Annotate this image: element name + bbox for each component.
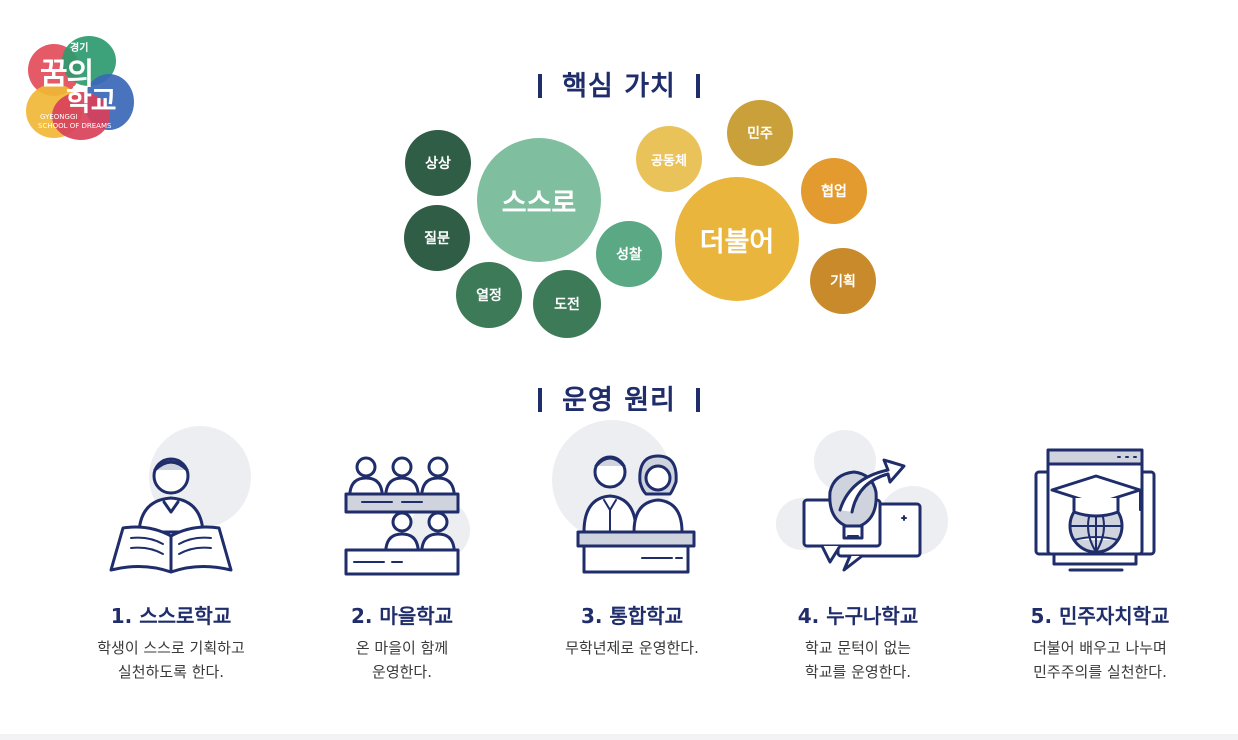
couple-desk-icon [576, 454, 696, 574]
bubble-label: 도전 [554, 297, 580, 313]
title-bar-left [538, 388, 543, 412]
bubble-label: 민주 [747, 126, 773, 142]
description-line: 운영한다. [372, 663, 432, 681]
bottom-divider [0, 734, 1238, 740]
description-line: 더불어 배우고 나누며 [1033, 639, 1167, 657]
bubble-label: 성찰 [616, 247, 642, 263]
principle-integrated-school: 3. 통합학교 무학년제로 운영한다. [522, 420, 742, 700]
community-audience-icon [344, 456, 460, 576]
principles-title: 운영 원리 [0, 378, 1238, 417]
title-bar-right [695, 74, 700, 98]
bubble-label: 더불어 [699, 226, 775, 258]
bubble-label: 스스로 [501, 187, 577, 219]
gyeonggi-school-of-dreams-logo: 경기 꿈의 학교 GYEONGGI SCHOOL OF DREAMS [22, 34, 140, 144]
core-values-title: 핵심 가치 [0, 64, 1238, 103]
bubble-democracy: 민주 [727, 100, 793, 166]
bubble-planning: 기획 [810, 248, 876, 314]
bubble-label: 공동체 [651, 153, 687, 169]
principle-title: 2. 마을학교 [350, 604, 454, 628]
logo-sub1: GYEONGGI [40, 113, 78, 121]
bubble-label: 기획 [830, 274, 856, 290]
bubble-label: 상상 [425, 156, 451, 172]
lightbulb-arrow-icon [802, 458, 922, 572]
principle-description: 무학년제로 운영한다. [522, 636, 742, 660]
bubble-reflection: 성찰 [596, 221, 662, 287]
logo-line2: 학교 [66, 84, 117, 117]
core-values-title-text: 핵심 가치 [562, 71, 676, 102]
title-bar-right [695, 388, 700, 412]
principles-title-text: 운영 원리 [562, 385, 676, 416]
bubble-collaboration: 협업 [801, 158, 867, 224]
principle-title: 3. 통합학교 [580, 604, 684, 628]
description-line: 실천하도록 한다. [117, 663, 225, 681]
principle-title: 5. 민주자치학교 [1030, 604, 1170, 628]
title-bar-left [538, 74, 543, 98]
logo-line1: 꿈의 [40, 57, 94, 92]
bubble-label: 협업 [821, 184, 847, 200]
bubble-question: 질문 [404, 205, 470, 271]
bubble-passion: 열정 [456, 262, 522, 328]
logo-sub2: SCHOOL OF DREAMS [38, 122, 112, 130]
description-line: 학생이 스스로 기획하고 [97, 639, 245, 657]
bubble-together: 더불어 [675, 177, 799, 301]
description-line: 학교를 운영한다. [804, 663, 912, 681]
graduation-globe-icon [1034, 448, 1156, 572]
description-line: 민주주의를 실천한다. [1033, 663, 1167, 681]
bubble-label: 질문 [424, 231, 450, 247]
description-line: 무학년제로 운영한다. [565, 639, 699, 657]
bubble-imagination: 상상 [405, 130, 471, 196]
principle-title: 4. 누구나학교 [797, 604, 919, 628]
description-line: 온 마을이 함께 [355, 639, 449, 657]
bubble-label: 열정 [476, 288, 502, 304]
description-line: 학교 문턱이 없는 [804, 639, 912, 657]
bubble-community: 공동체 [636, 126, 702, 192]
reading-student-icon [109, 457, 233, 574]
bubble-self-directed: 스스로 [477, 138, 601, 262]
logo-small-text: 경기 [70, 43, 89, 54]
principle-title: 1. 스스로학교 [110, 604, 232, 628]
bubble-challenge: 도전 [533, 270, 601, 338]
